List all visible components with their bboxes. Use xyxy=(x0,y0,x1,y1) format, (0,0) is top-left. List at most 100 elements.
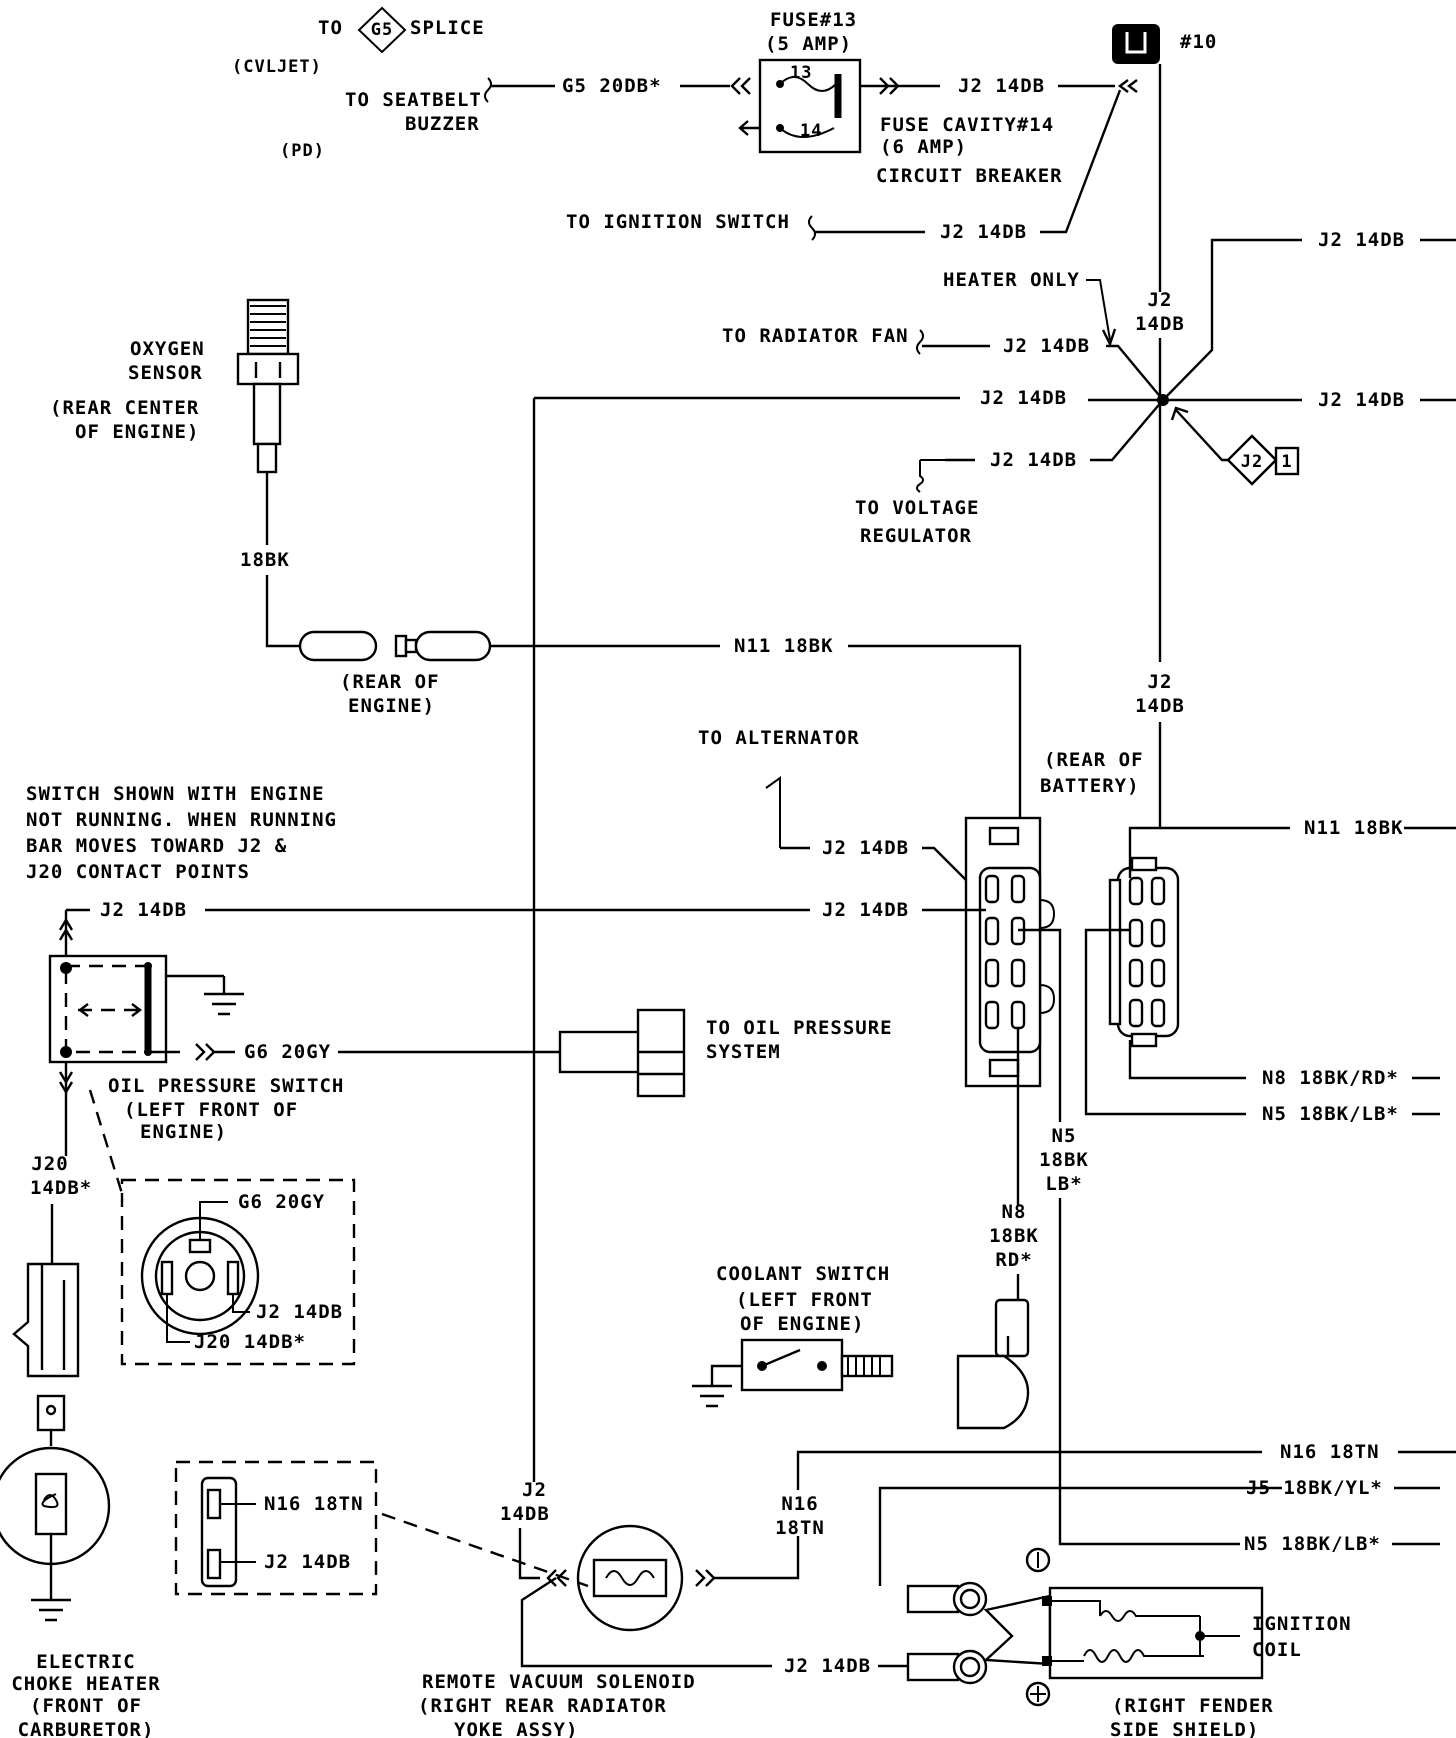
oxygen-connector-male xyxy=(414,630,492,662)
g5-diamond xyxy=(357,6,407,54)
radiator-fan-label: TO RADIATOR FAN xyxy=(722,325,909,347)
oil-system-label-2: SYSTEM xyxy=(706,1041,781,1063)
n5-right-label: N5 18BK/LB* xyxy=(1262,1103,1399,1125)
solenoid-label-3: YOKE ASSY) xyxy=(454,1719,578,1738)
fender-label-2: SIDE SHIELD) xyxy=(1110,1719,1259,1738)
connector-10-label: #10 xyxy=(1180,31,1217,53)
harness-connector-right xyxy=(1108,856,1180,1048)
switch-note-4: J20 CONTACT POINTS xyxy=(26,861,250,883)
oil-switch-detail: G6 20GY J2 14DB J20 14DB* xyxy=(120,1178,356,1366)
electric-choke-heater: ELECTRIC CHOKE HEATER (FRONT OF CARBURET… xyxy=(0,1394,160,1738)
j2-top-label: J2 14DB xyxy=(958,75,1045,97)
g6-detail-label: G6 20GY xyxy=(238,1191,325,1213)
choke-label-4: CARBURETOR) xyxy=(18,1719,155,1738)
harness-connector-left xyxy=(964,816,1056,1088)
switch-note-3: BAR MOVES TOWARD J2 & xyxy=(26,835,287,857)
n8-terminal xyxy=(956,1354,1030,1430)
n5-v-1: N5 xyxy=(1052,1125,1077,1147)
alternator-label: TO ALTERNATOR xyxy=(698,727,860,749)
oxygen-sensor-label-2: SENSOR xyxy=(128,362,203,384)
fuse-block: FUSE#13 (5 AMP) 13 14 xyxy=(738,9,862,154)
splice-num: 1 xyxy=(1281,452,1292,472)
g5-code: G5 xyxy=(371,20,393,40)
j2-stack-1: J2 xyxy=(1148,289,1173,311)
fuse-n13: 13 xyxy=(790,63,812,83)
coolant-label-1: COOLANT SWITCH xyxy=(716,1263,890,1285)
voltage-regulator-label-2: REGULATOR xyxy=(860,525,972,547)
oil-pressure-system-connector: TO OIL PRESSURE SYSTEM xyxy=(558,1008,893,1098)
coolant-switch: COOLANT SWITCH (LEFT FRONT OF ENGINE) xyxy=(692,1263,894,1408)
j2-right-top-label: J2 14DB xyxy=(1318,229,1405,251)
seatbelt-label-2: BUZZER xyxy=(405,113,480,135)
g5-splice-callout: TO G5 SPLICE (CVLJET) TO SEATBELT BUZZER… xyxy=(232,6,485,161)
solenoid-label-1: REMOTE VACUUM SOLENOID xyxy=(422,1671,696,1693)
alternator-wire: TO ALTERNATOR J2 14DB xyxy=(698,727,987,901)
j2-splice: J2 14DB HEATER ONLY TO RADIATOR FAN J2 1… xyxy=(534,229,1456,717)
n16-sol-2: 18TN xyxy=(775,1517,825,1539)
voltage-regulator-label-1: TO VOLTAGE xyxy=(855,497,979,519)
j2-detail-label: J2 14DB xyxy=(256,1301,343,1323)
n16-box-label: N16 18TN xyxy=(264,1493,364,1515)
j2-left-splice-label: J2 14DB xyxy=(980,387,1067,409)
switch-note: SWITCH SHOWN WITH ENGINE NOT RUNNING. WH… xyxy=(26,783,337,883)
connector-10-icon xyxy=(1112,24,1160,64)
oil-pressure-switch: J2 14DB J2 14DB G6 20GY OIL PRESSURE SWI… xyxy=(30,899,986,1264)
j2-coil-label: J2 14DB xyxy=(784,1655,871,1677)
g5-to-label: TO xyxy=(318,17,343,39)
coolant-label-2: (LEFT FRONT xyxy=(736,1289,873,1311)
oxygen-sensor: OXYGEN SENSOR (REAR CENTER OF ENGINE) 18… xyxy=(50,298,1022,826)
rear-engine-label-1: (REAR OF xyxy=(340,671,440,693)
circuit-breaker-label: CIRCUIT BREAKER xyxy=(876,165,1063,187)
j20-label-2: 14DB* xyxy=(30,1177,92,1199)
j2-mid-1: J2 xyxy=(1148,671,1173,693)
j2-sol-1: J2 xyxy=(522,1479,547,1501)
g6-wire-label: G6 20GY xyxy=(244,1041,331,1063)
n5-lower-label: N5 18BK/LB* xyxy=(1244,1533,1381,1555)
oxygen-sensor-loc-1: (REAR CENTER xyxy=(50,397,199,419)
n8-v-3: RD* xyxy=(995,1249,1032,1271)
oxygen-connector-female xyxy=(298,630,378,662)
g5-wire-label: G5 20DB* xyxy=(562,75,662,97)
j2-radfan-label: J2 14DB xyxy=(1003,335,1090,357)
oxygen-sensor-loc-2: OF ENGINE) xyxy=(75,421,199,443)
choke-label-3: (FRONT OF xyxy=(30,1695,142,1717)
j2-top-wire: J2 14DB xyxy=(860,75,1138,97)
j2-alt-label: J2 14DB xyxy=(822,837,909,859)
rear-battery-label-1: (REAR OF xyxy=(1044,749,1144,771)
n5-v-2: 18BK xyxy=(1039,1149,1089,1171)
j2-box-label: J2 14DB xyxy=(264,1551,351,1573)
switch-note-2: NOT RUNNING. WHEN RUNNING xyxy=(26,809,337,831)
battery-wiring: (REAR OF BATTERY) N11 18BK N8 18BK/RD* N… xyxy=(1040,722,1456,1125)
j2-voltreg-label: J2 14DB xyxy=(990,449,1077,471)
g5-splice-label: SPLICE xyxy=(410,17,485,39)
j20-label-1: J20 xyxy=(31,1153,68,1175)
switch-note-1: SWITCH SHOWN WITH ENGINE xyxy=(26,783,325,805)
oxygen-sensor-label-1: OXYGEN xyxy=(130,338,205,360)
fuse13-title: FUSE#13 xyxy=(770,9,857,31)
oil-switch-label-2: (LEFT FRONT OF xyxy=(124,1099,298,1121)
n11-right-label: N11 18BK xyxy=(1304,817,1404,839)
n8-right-label: N8 18BK/RD* xyxy=(1262,1067,1399,1089)
heater-only-label: HEATER ONLY xyxy=(943,269,1080,291)
n8-v-1: N8 xyxy=(1002,1201,1027,1223)
oil-system-label-1: TO OIL PRESSURE xyxy=(706,1017,893,1039)
ignition-coil-label-1: IGNITION xyxy=(1252,1613,1352,1635)
j20-detail-label: J20 14DB* xyxy=(194,1331,306,1353)
fuse-cavity-label: FUSE CAVITY#14 xyxy=(880,114,1054,136)
j2-ignsw-label: J2 14DB xyxy=(940,221,1027,243)
remote-vacuum-solenoid: J2 14DB N16 18TN N16 18TN J2 14DB REMOTE… xyxy=(418,1441,1456,1738)
j2-switch-label: J2 14DB xyxy=(100,899,187,921)
j2-stack-2: 14DB xyxy=(1135,313,1185,335)
g5-wire: G5 20DB* xyxy=(484,75,751,103)
rear-engine-label-2: ENGINE) xyxy=(348,695,435,717)
j20-connector xyxy=(12,1262,80,1378)
fuse-cavity-rating: (6 AMP) xyxy=(880,136,967,158)
connector-10: #10 xyxy=(1112,24,1217,72)
oxygen-wire-label: 18BK xyxy=(240,549,290,571)
seatbelt-label-1: TO SEATBELT xyxy=(345,89,482,111)
ignition-coil-label-2: COIL xyxy=(1252,1639,1302,1661)
choke-label-2: CHOKE HEATER xyxy=(11,1673,160,1695)
n16-sol-1: N16 xyxy=(781,1493,818,1515)
